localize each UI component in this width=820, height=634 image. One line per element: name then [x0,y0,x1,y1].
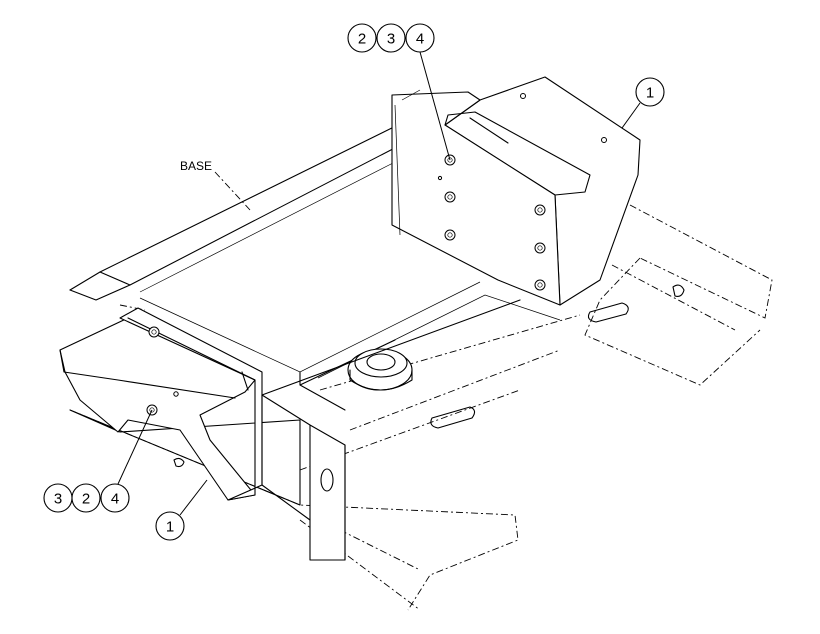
callout-bottom-cluster: 3 2 4 [43,409,153,513]
callout-number: 2 [358,31,366,48]
callout-balloon [635,77,665,107]
callout-number: 3 [54,491,62,508]
leader-line [419,51,451,161]
callout-balloon [100,483,130,513]
callout-number: 4 [111,491,119,508]
base-label: BASE [180,159,251,211]
callout-top-cluster: 2 3 4 [347,23,451,161]
bracket-right-bolts [444,154,546,291]
center-boss [347,348,413,391]
callout-number: 2 [82,491,90,508]
callout-number: 1 [166,519,174,536]
leader-line [117,409,153,485]
callout-number: 1 [646,85,654,102]
cross-member [261,299,521,561]
base-label-text: BASE [180,159,212,173]
leader-line [179,479,208,516]
callout-balloon [347,23,377,53]
callout-balloon [71,483,101,513]
callout-bottom: 1 [155,479,208,541]
callout-number: 3 [387,31,395,48]
bracket-left [59,307,301,506]
callout-balloon [155,511,185,541]
callout-top-right: 1 [621,77,665,129]
frame-slots [173,284,685,468]
callout-balloon [376,23,406,53]
callout-number: 4 [416,31,424,48]
leader-line [621,102,641,129]
bracket-right [391,76,641,306]
